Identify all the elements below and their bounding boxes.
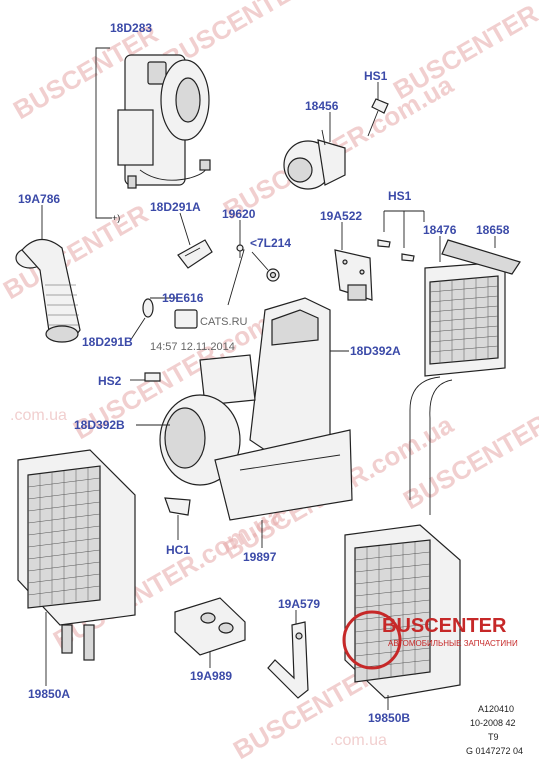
part-18D291A-bracket <box>177 239 213 269</box>
part-HS2-screw <box>144 372 161 382</box>
label-19620: 19620 <box>222 207 256 221</box>
logo-name: BUSCENTER <box>382 615 507 637</box>
buscenter-logo: BUSCENTER АВТОМОБИЛЬНЫЕ ЗАПЧАСТИНИ <box>342 610 518 670</box>
label-19A579: 19A579 <box>278 597 320 611</box>
part-19A786-duct <box>15 238 81 343</box>
part-19E616-actuator <box>174 309 198 329</box>
part-HC1-clip <box>164 497 191 516</box>
logo-subtitle: АВТОМОБИЛЬНЫЕ ЗАПЧАСТИНИ <box>388 639 518 648</box>
watermark-domain: .com.ua <box>10 407 67 424</box>
part-19A989-valve-block <box>174 597 246 656</box>
label-18D291A: 18D291A <box>150 200 201 214</box>
part-19850A-evaporator <box>17 449 136 661</box>
label-19850B: 19850B <box>368 711 410 725</box>
label-18D291B: 18D291B <box>82 335 133 349</box>
label-19E616: 19E616 <box>162 291 204 305</box>
stamp-site: CATS.RU <box>200 316 248 328</box>
part-19620-linkage <box>227 244 245 306</box>
label-HS2: HS2 <box>98 374 122 388</box>
label-HS1-mid: HS1 <box>388 189 412 203</box>
part-HS1-screw-top <box>367 98 389 137</box>
label-19897: 19897 <box>243 550 277 564</box>
part-7L214-clip <box>266 268 280 282</box>
label-18658: 18658 <box>476 223 510 237</box>
stamp-time: 14:57 12.11.2014 <box>150 341 235 353</box>
label-HC1: HC1 <box>166 543 190 557</box>
label-19A522: 19A522 <box>320 209 362 223</box>
leader-lines <box>41 82 496 710</box>
label-18D392B: 18D392B <box>74 418 125 432</box>
label-19A989: 19A989 <box>190 669 232 683</box>
label-7L214: <7L214 <box>250 236 291 250</box>
part-18D283-blower-housing <box>117 54 211 189</box>
label-HS1-top: HS1 <box>364 69 388 83</box>
label-18D392A: 18D392A <box>350 344 401 358</box>
part-18456-blower-motor <box>283 129 346 190</box>
part-18D392A-heater-case <box>199 297 331 461</box>
reference-codes: A120410 10-2008 42 T9 G 0147272 04 <box>466 704 523 756</box>
part-18658-seal-strip <box>441 239 521 275</box>
part-18476-heater-core <box>409 261 506 515</box>
leader-18D283 <box>95 47 112 219</box>
part-19A579-bracket <box>267 621 309 699</box>
part-HS1-screws-mid <box>377 239 415 262</box>
logo-circle-icon <box>342 610 402 670</box>
part-19850B-evaporator <box>344 524 461 699</box>
watermark-domain: .com.ua <box>330 732 387 749</box>
ref-code-line4: G 0147272 04 <box>466 746 523 756</box>
part-18D392B-distribution-box <box>159 394 353 521</box>
ref-code-line1: A120410 <box>478 704 514 714</box>
label-18476: 18476 <box>423 223 457 237</box>
label-18456: 18456 <box>305 99 339 113</box>
label-plus-marker: +) <box>112 213 120 223</box>
ref-code-line3: T9 <box>488 732 499 742</box>
label-18D283: 18D283 <box>110 21 152 35</box>
part-18D291B-clip <box>142 298 154 318</box>
ref-code-line2: 10-2008 42 <box>470 718 516 728</box>
screenshot-stamp: CATS.RU 14:57 12.11.2014 <box>150 316 248 353</box>
label-19A786: 19A786 <box>18 192 60 206</box>
part-labels: 18D283 HS1 18456 19A786 18D291A 19620 <7… <box>18 21 510 725</box>
label-19850A: 19850A <box>28 687 70 701</box>
part-19A522-bracket <box>334 249 373 301</box>
